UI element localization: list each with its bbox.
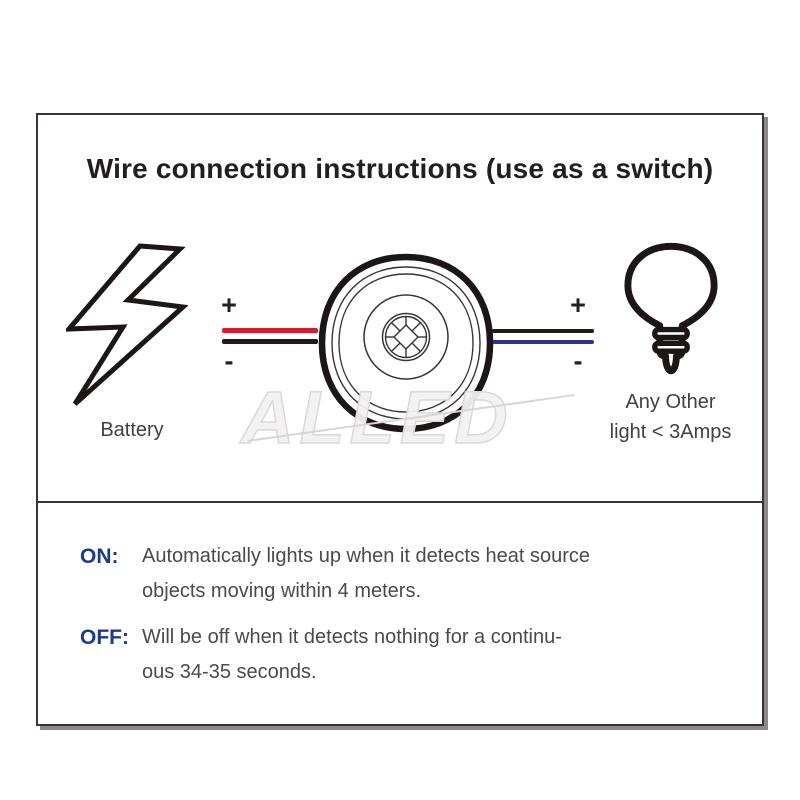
- on-text: Automatically lights up when it detects …: [142, 539, 590, 609]
- wiring-diagram-section: Wire connection instructions (use as a s…: [38, 115, 762, 503]
- off-text-line1: Will be off when it detects nothing for …: [142, 626, 562, 648]
- bulb-thread-2: [652, 340, 690, 354]
- off-text-line2: ous 34-35 seconds.: [142, 661, 317, 683]
- load-label-line2: light < 3Amps: [609, 421, 732, 443]
- page-title: Wire connection instructions (use as a s…: [86, 153, 714, 184]
- battery-lightning-icon: [66, 243, 188, 406]
- input-negative-wire: [222, 339, 318, 344]
- sensor-fresnel-facets: [385, 316, 427, 358]
- sensor-inner-ring-2: [338, 273, 474, 413]
- instruction-panel: Wire connection instructions (use as a s…: [36, 113, 764, 726]
- on-label: ON:: [80, 545, 119, 568]
- bulb-outline: [624, 242, 718, 375]
- output-positive-wire: [492, 329, 594, 333]
- output-positive-label: +: [570, 290, 586, 320]
- off-label: OFF:: [80, 626, 129, 649]
- load-label: Any Other light < 3Amps: [588, 387, 753, 447]
- input-positive-wire: [222, 328, 318, 333]
- instructions-section: ON: Automatically lights up when it dete…: [38, 503, 762, 690]
- on-text-line2: objects moving within 4 meters.: [142, 580, 422, 602]
- bulb-thread-1: [652, 326, 690, 341]
- output-negative-wire: [492, 340, 594, 344]
- input-positive-label: +: [221, 290, 237, 320]
- output-negative-label: -: [573, 346, 583, 376]
- brand-watermark: ALLED: [240, 376, 513, 459]
- off-text: Will be off when it detects nothing for …: [142, 620, 562, 690]
- lightning-bolt-shape: [66, 243, 188, 406]
- instruction-row-on: ON: Automatically lights up when it dete…: [80, 539, 716, 609]
- input-negative-label: -: [224, 346, 234, 376]
- battery-label: Battery: [100, 419, 164, 441]
- motion-sensor-icon: [318, 253, 494, 433]
- on-text-line1: Automatically lights up when it detects …: [142, 545, 591, 567]
- instruction-row-off: OFF: Will be off when it detects nothing…: [80, 620, 716, 690]
- light-bulb-icon: [624, 242, 718, 375]
- load-label-line1: Any Other: [625, 391, 716, 413]
